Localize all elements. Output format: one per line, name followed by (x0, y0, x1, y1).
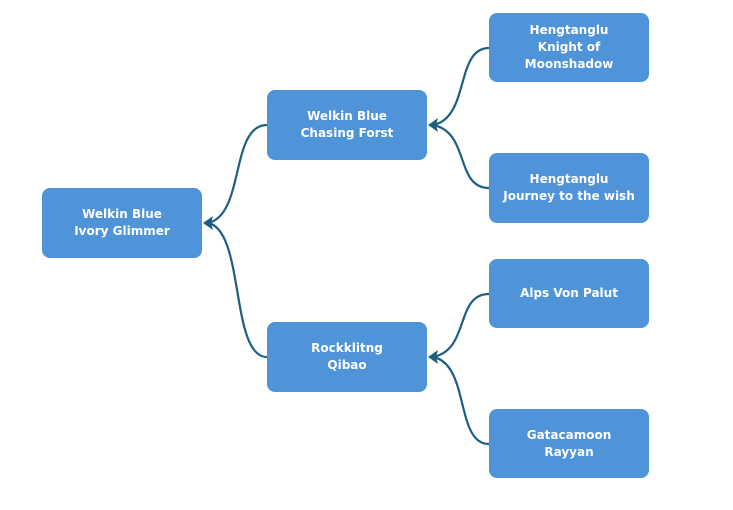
node-label: Ivory Glimmer (74, 224, 170, 238)
connector-n11-n1 (432, 46, 490, 127)
node-label: Journey to the wish (503, 189, 635, 203)
arrow-head-n1 (428, 118, 438, 132)
connector-n12-n1 (432, 123, 490, 190)
connector-n1-root (207, 123, 268, 225)
connector-n22-n2 (432, 355, 490, 446)
node-label: Hengtanglu (529, 172, 609, 186)
node-label: Chasing Forst (300, 126, 394, 140)
node-label: Welkin Blue (307, 109, 387, 123)
connector-n21-n2 (432, 292, 490, 359)
arrow-head-n2 (428, 350, 438, 364)
node-alps-von-palut[interactable]: Alps Von Palut (489, 259, 649, 328)
node-knight-of-moonshadow[interactable]: Hengtanglu Knight of Moonshadow (489, 13, 649, 82)
arrow-head-root (203, 216, 213, 230)
node-label: Alps Von Palut (520, 286, 618, 300)
node-label: Welkin Blue (82, 207, 162, 221)
node-label: Rockklitng (311, 341, 383, 355)
node-welkin-blue-chasing-forst[interactable]: Welkin Blue Chasing Forst (267, 90, 427, 160)
node-label: Hengtanglu (529, 23, 609, 37)
node-root[interactable]: Welkin Blue Ivory Glimmer (42, 188, 202, 258)
node-rockklitng-qibao[interactable]: Rockklitng Qibao (267, 322, 427, 392)
node-journey-to-the-wish[interactable]: Hengtanglu Journey to the wish (489, 153, 649, 223)
node-label: Moonshadow (524, 57, 614, 71)
node-label: Knight of (537, 40, 601, 54)
connector-n2-root (207, 221, 268, 359)
node-label: Gatacamoon (526, 427, 612, 442)
node-label: Qibao (327, 358, 367, 372)
node-label: Rayyan (544, 444, 594, 459)
node-gatacamoon-rayyan[interactable]: Gatacamoon Rayyan (489, 409, 649, 478)
